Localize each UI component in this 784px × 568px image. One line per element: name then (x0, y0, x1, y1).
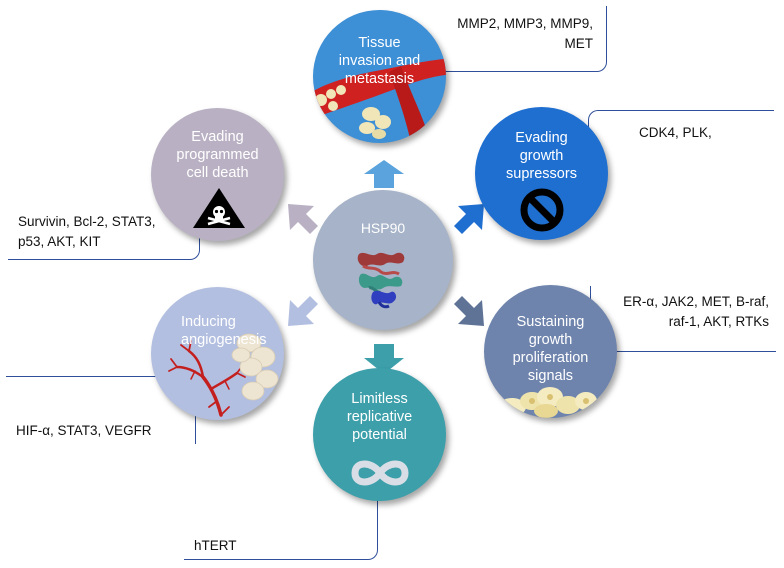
genes-text-cell-death: Survivin, Bcl-2, STAT3, p53, AKT, KIT (18, 214, 156, 249)
hallmark-title-evading-cell-death: Evading programmed cell death (176, 129, 259, 182)
hallmark-evading-cell-death: Evading programmed cell death (151, 108, 284, 241)
genes-text-angiogenesis: HIF-α, STAT3, VEGFR (16, 423, 152, 438)
genes-box-evading-growth-suppressors: CDK4, PLK, (588, 110, 774, 206)
genes-text-proliferation: ER-α, JAK2, MET, B-raf, raf-1, AKT, RTKs (623, 294, 769, 329)
genes-box-replication: hTERT (184, 490, 378, 560)
hallmark-title-tissue-invasion: Tissue invasion and metastasis (338, 35, 421, 88)
cells-icon (498, 387, 597, 418)
genes-text-replication: hTERT (194, 538, 237, 553)
arrow-up-right (454, 204, 484, 234)
arrow-up (364, 160, 404, 188)
genes-text-evading-growth-suppressors: CDK4, PLK, (639, 125, 712, 140)
protein-structure-icon (357, 252, 405, 309)
blood-vessel-branch-icon (168, 333, 279, 417)
arrow-up-left (288, 204, 318, 234)
hallmark-title-inducing-angiogenesis: Inducing angiogenesis (181, 314, 267, 349)
prohibited-icon (520, 188, 564, 232)
skull-warning-icon (193, 188, 245, 228)
center-circle-hsp90: HSP90 (313, 190, 453, 330)
infinity-icon (351, 460, 409, 486)
arrow-down-left (288, 296, 318, 326)
genes-box-proliferation: ER-α, JAK2, MET, B-raf, raf-1, AKT, RTKs (590, 286, 776, 352)
center-title: HSP90 (360, 220, 406, 236)
hallmark-title-evading-growth-suppressors: Evading growth supressors (506, 130, 577, 183)
hallmark-sustaining-proliferation: Sustaining growth proliferation signals (484, 285, 617, 418)
blood-vessel-cells-icon (313, 58, 446, 143)
hallmark-title-limitless-replication: Limitless replicative potential (346, 391, 413, 444)
genes-text-tissue-invasion: MMP2, MMP3, MMP9, MET (457, 16, 593, 51)
hallmark-title-sustaining-proliferation: Sustaining growth proliferation signals (512, 314, 589, 385)
hallmark-evading-growth-suppressors: Evading growth supressors (475, 107, 608, 240)
hallmark-tissue-invasion: Tissue invasion and metastasis (313, 10, 446, 143)
arrow-down (364, 344, 404, 374)
hallmark-limitless-replication: Limitless replicative potential (313, 368, 446, 501)
arrow-down-right (454, 296, 484, 326)
hallmark-inducing-angiogenesis: Inducing angiogenesis (151, 287, 284, 420)
genes-box-tissue-invasion: MMP2, MMP3, MMP9, MET (415, 6, 607, 72)
